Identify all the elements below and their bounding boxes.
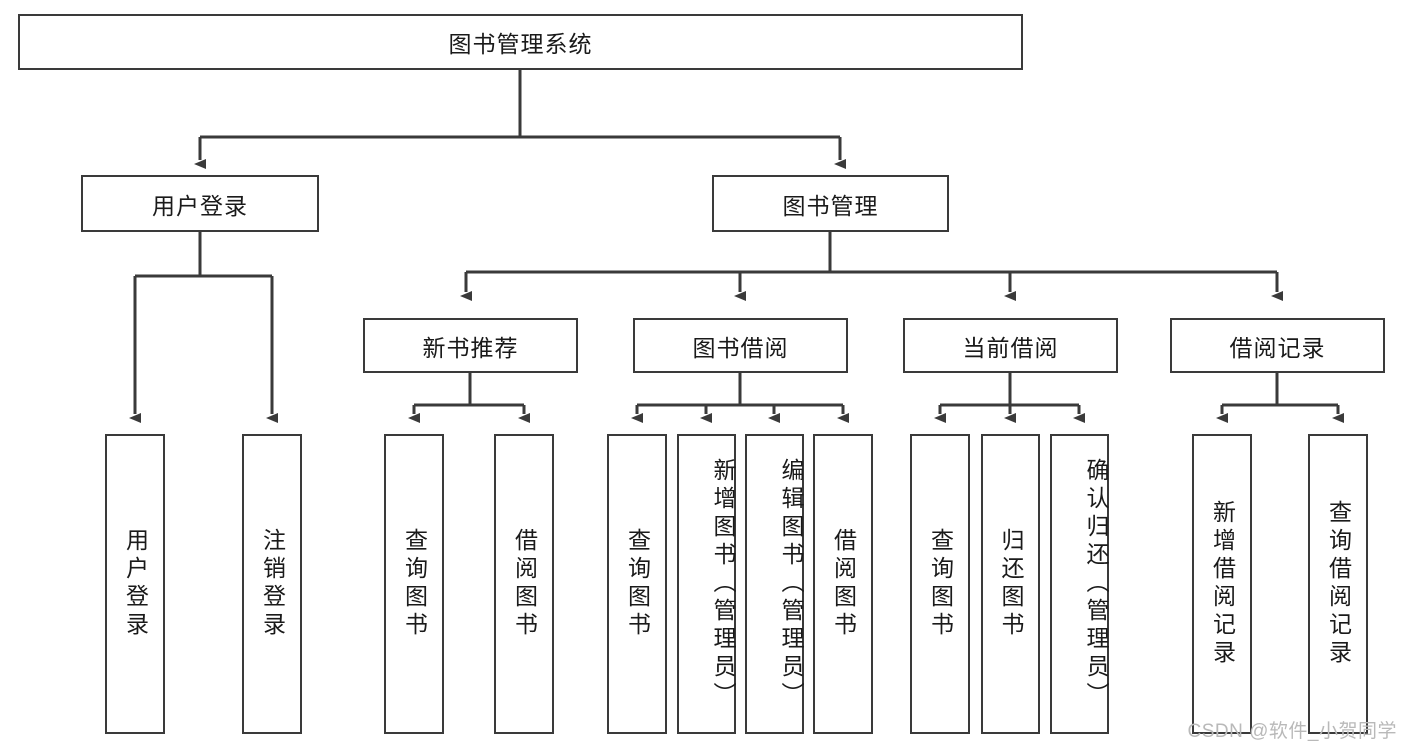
node-label: 借阅记录	[1229, 334, 1326, 361]
node-label: 编辑图书（管理员）	[778, 458, 804, 710]
node-current-borrow[interactable]: 当前借阅	[903, 318, 1118, 373]
csdn-watermark: CSDN @软件_小贺同学	[1187, 721, 1397, 742]
node-label: 查询图书	[401, 528, 428, 640]
node-label: 确认归还（管理员）	[1083, 458, 1109, 710]
node-label: 用户登录	[152, 192, 248, 219]
leaf-user-login[interactable]: 用户登录	[105, 434, 165, 734]
node-label: 图书借阅	[692, 334, 789, 361]
node-borrow-record[interactable]: 借阅记录	[1170, 318, 1385, 373]
leaf-confirm-return[interactable]: 确认归还（管理员）	[1050, 434, 1109, 734]
node-label: 图书管理系统	[448, 31, 593, 57]
node-user-login[interactable]: 用户登录	[81, 175, 319, 232]
node-new-book-recommend[interactable]: 新书推荐	[363, 318, 578, 373]
node-label: 归还图书	[998, 528, 1024, 640]
node-label: 新增借阅记录	[1209, 500, 1236, 668]
node-label: 新书推荐	[422, 334, 519, 361]
node-root-book-management-system[interactable]: 图书管理系统	[18, 14, 1023, 70]
node-label: 查询图书	[927, 528, 954, 640]
node-label: 借阅图书	[511, 528, 538, 640]
leaf-add-book[interactable]: 新增图书（管理员）	[677, 434, 736, 734]
node-label: 查询图书	[624, 528, 651, 640]
node-label: 借阅图书	[830, 528, 857, 640]
leaf-edit-book[interactable]: 编辑图书（管理员）	[745, 434, 804, 734]
leaf-return-book[interactable]: 归还图书	[981, 434, 1040, 734]
node-label: 当前借阅	[962, 334, 1059, 361]
node-label: 注销登录	[259, 528, 286, 640]
leaf-query-book-2[interactable]: 查询图书	[607, 434, 667, 734]
leaf-logout[interactable]: 注销登录	[242, 434, 302, 734]
leaf-borrow-book-2[interactable]: 借阅图书	[813, 434, 873, 734]
leaf-borrow-book-1[interactable]: 借阅图书	[494, 434, 554, 734]
node-book-management[interactable]: 图书管理	[712, 175, 949, 232]
node-label: 图书管理	[782, 192, 879, 219]
node-label: 用户登录	[122, 528, 149, 640]
node-label: 查询借阅记录	[1325, 500, 1352, 668]
leaf-query-record[interactable]: 查询借阅记录	[1308, 434, 1368, 734]
leaf-add-record[interactable]: 新增借阅记录	[1192, 434, 1252, 734]
leaf-query-book-1[interactable]: 查询图书	[384, 434, 444, 734]
node-label: 新增图书（管理员）	[710, 458, 736, 710]
node-book-borrow[interactable]: 图书借阅	[633, 318, 848, 373]
leaf-query-book-3[interactable]: 查询图书	[910, 434, 970, 734]
